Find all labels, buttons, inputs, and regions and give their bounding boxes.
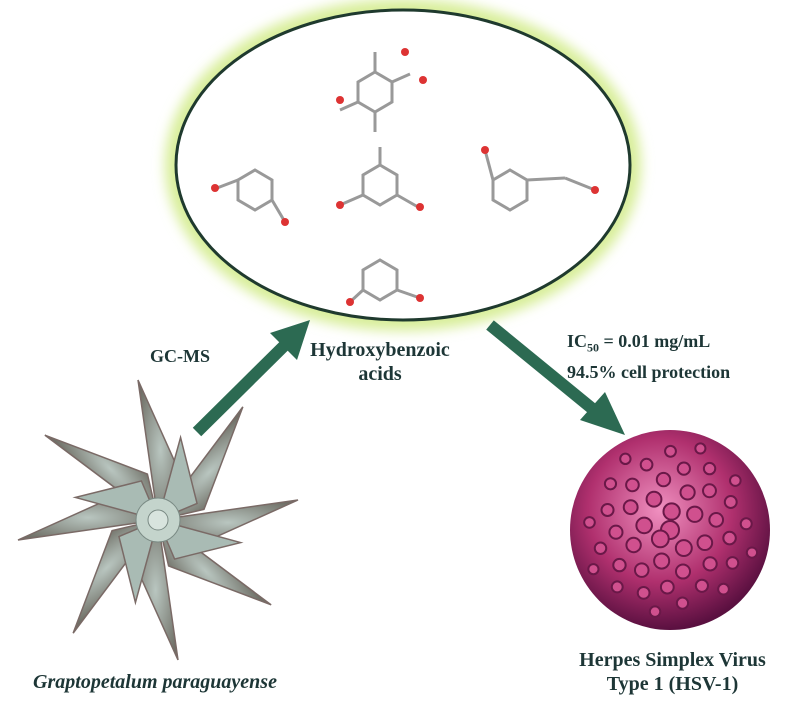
virus-spike <box>686 505 704 523</box>
compound-ellipse <box>165 0 641 331</box>
virus-spike <box>653 552 671 570</box>
virus-spike <box>625 536 642 554</box>
virus-label-line1: Herpes Simplex Virus <box>579 649 766 671</box>
virus-spike <box>725 556 740 570</box>
virus-spike <box>633 562 650 578</box>
compound-label-line2: acids <box>358 363 402 385</box>
virus-spike <box>655 471 672 488</box>
virus-spike <box>694 578 709 593</box>
virus-spike <box>600 502 615 518</box>
virus-spike <box>612 557 627 573</box>
virus-spike <box>717 582 730 596</box>
virus-spike <box>603 477 618 491</box>
virus-spike <box>708 512 725 528</box>
virus-spike <box>622 499 639 516</box>
virus-spike <box>664 444 677 458</box>
molecule-1 <box>339 52 411 132</box>
virus-spike <box>745 546 759 559</box>
activity-label: IC50 = 0.01 mg/mL 94.5% cell protection <box>567 329 730 384</box>
virus-spike <box>702 483 717 499</box>
virus-spike <box>723 495 738 509</box>
arrow-to-compounds <box>192 320 310 437</box>
virus-spike <box>587 563 600 576</box>
virus-spike <box>675 596 690 610</box>
ic50-value: = 0.01 mg/mL <box>599 331 711 351</box>
ic50-text: IC50 = 0.01 mg/mL <box>567 329 730 360</box>
virus-spike <box>662 502 681 521</box>
ic50-prefix: IC <box>567 331 588 351</box>
virus-spike <box>625 477 640 493</box>
virus-spike <box>722 530 737 546</box>
virus-spike <box>610 580 624 594</box>
virus-spike <box>659 579 675 595</box>
virus-spike <box>676 461 692 476</box>
virus-image <box>570 430 770 630</box>
virus-spike <box>674 563 692 580</box>
virus-spike <box>619 452 632 466</box>
virus-spike <box>674 539 693 558</box>
arrow-to-virus <box>486 320 625 435</box>
molecule-3 <box>339 147 419 209</box>
compound-label: Hydroxybenzoic acids <box>300 338 460 386</box>
compound-label-line1: Hydroxybenzoic <box>310 339 450 361</box>
virus-spike <box>583 516 596 529</box>
virus-spike <box>639 457 654 472</box>
virus-spike <box>702 461 717 476</box>
molecule-structures <box>216 52 596 304</box>
protection-text: 94.5% cell protection <box>567 361 731 382</box>
virus-spike <box>645 490 663 508</box>
virus-spike <box>729 474 742 487</box>
method-label: GC-MS <box>150 346 210 366</box>
virus-label: Herpes Simplex Virus Type 1 (HSV-1) <box>550 648 795 696</box>
virus-spike <box>608 524 624 540</box>
virus-spike <box>702 556 718 572</box>
virus-spike <box>696 534 714 552</box>
virus-spike <box>593 541 608 555</box>
molecule-4 <box>483 149 596 212</box>
ic50-sub: 50 <box>587 340 600 355</box>
virus-spike <box>648 605 662 618</box>
virus-spike <box>650 529 670 549</box>
molecule-2 <box>216 168 287 223</box>
virus-spike <box>635 516 653 535</box>
virus-spike <box>739 517 753 531</box>
plant-label: Graptopetalum paraguayense <box>33 671 277 693</box>
virus-label-line2: Type 1 (HSV-1) <box>606 673 739 695</box>
virus-spike <box>679 484 696 501</box>
virus-spike <box>694 442 707 455</box>
atom-dots <box>211 48 599 306</box>
plant-image <box>17 379 299 661</box>
virus-spike <box>636 585 651 600</box>
